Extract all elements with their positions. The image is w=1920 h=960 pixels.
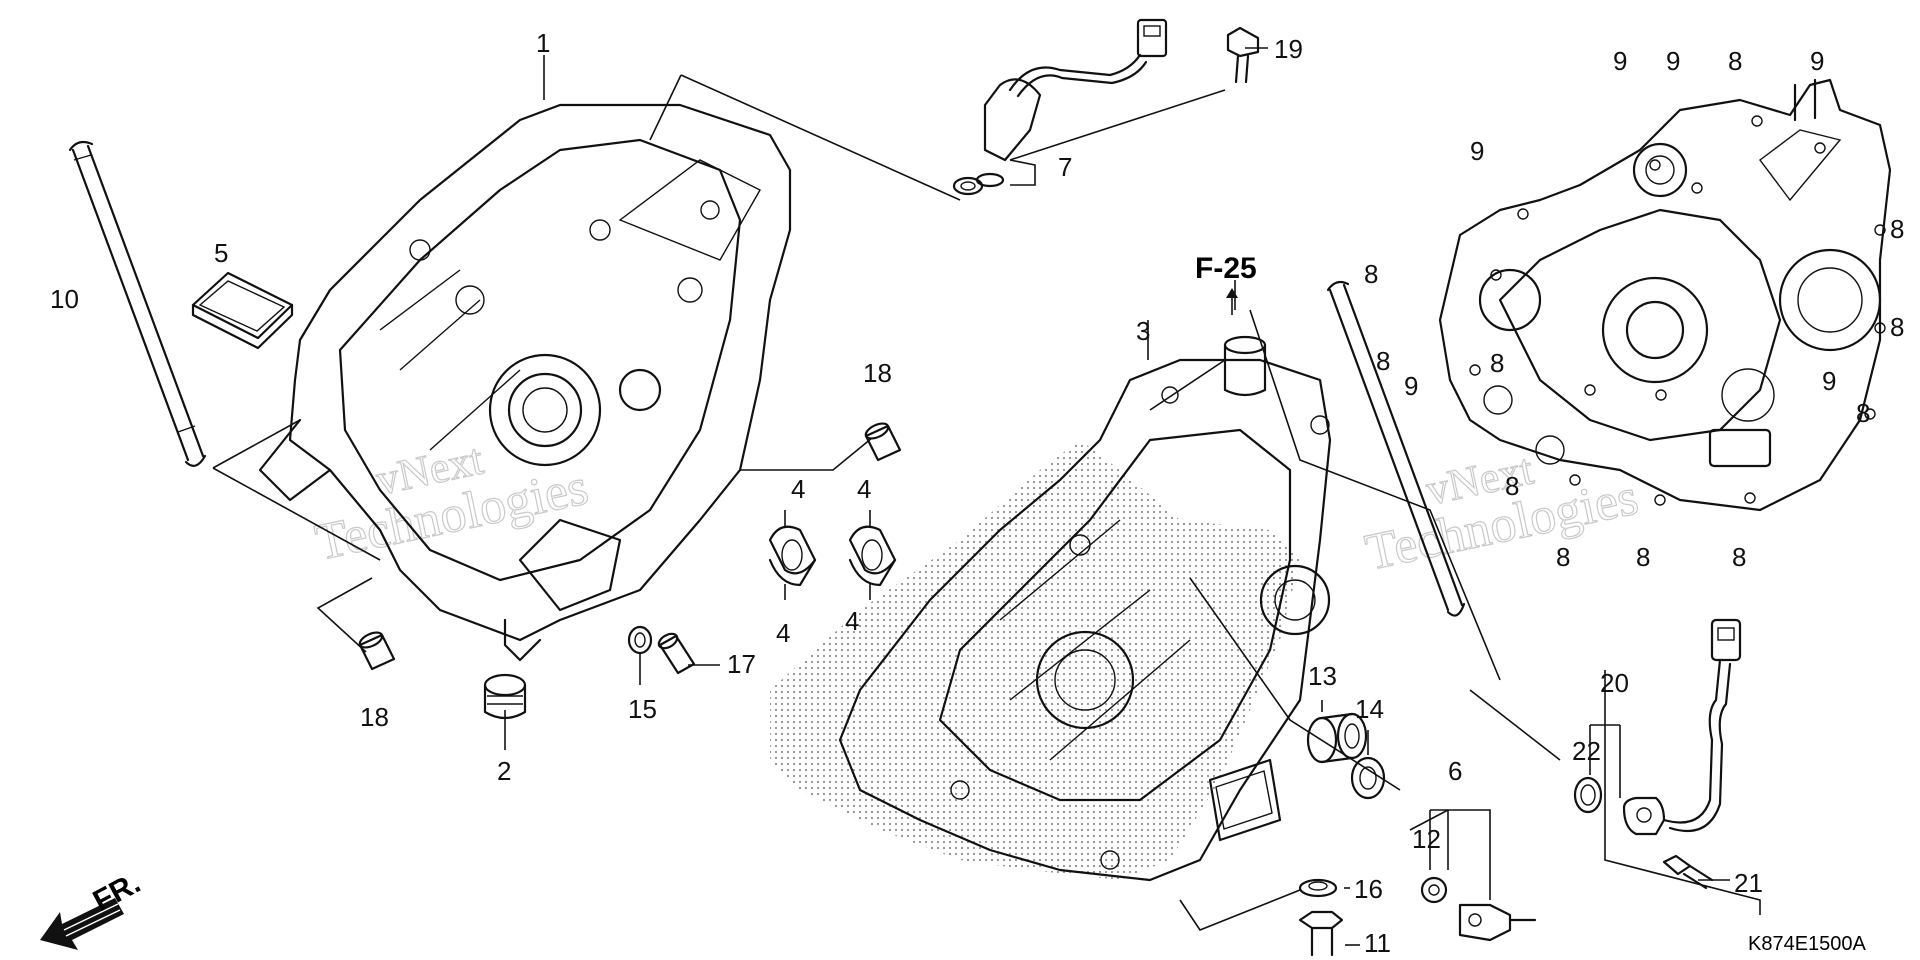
bolt-hole-9: [1517, 142, 1826, 401]
callout-9: 9: [1404, 371, 1418, 401]
callout-8: 8: [1728, 46, 1742, 76]
callout-19: 19: [1274, 34, 1303, 64]
callout-2: 2: [497, 756, 511, 786]
callout-4: 4: [845, 606, 859, 636]
crankcase-inner-view: [1438, 78, 1892, 512]
callout-8: 8: [1556, 542, 1570, 572]
drawing-code: K874E1500A: [1748, 933, 1867, 955]
sealing-washer-12: [1420, 876, 1448, 904]
callout-21: 21: [1734, 868, 1763, 898]
oil-strainer-screen: [191, 271, 294, 350]
dowel-pin-lower: [358, 631, 396, 671]
callout-13: 13: [1308, 661, 1337, 691]
reference-f25[interactable]: F-25: [1195, 252, 1257, 315]
bolt-21: [1662, 854, 1714, 890]
callout-12: 12: [1412, 824, 1441, 854]
callout-5: 5: [214, 238, 228, 268]
callout-8: 8: [1364, 259, 1378, 289]
callout-1: 1: [536, 28, 550, 58]
callout-labels: 1 2 3 4 4 4 4 5 6 7 10 11 12 13 14 15 16…: [50, 28, 1904, 958]
front-orientation-arrow: FR.: [40, 866, 146, 950]
callout-3: 3: [1136, 316, 1150, 346]
callout-8: 8: [1376, 346, 1390, 376]
callout-16: 16: [1354, 874, 1383, 904]
stud-bolt-left: [68, 140, 207, 467]
bolt-hole-8: [1469, 115, 1886, 506]
journal-bearing-right: [848, 525, 897, 587]
sealing-washer-16: [1298, 878, 1338, 898]
callout-9: 9: [1470, 136, 1484, 166]
callout-8: 8: [1636, 542, 1650, 572]
stud-bolt-right: [1326, 280, 1466, 617]
gear-position-sensor: [1622, 618, 1742, 836]
callout-8: 8: [1490, 348, 1504, 378]
callout-7: 7: [1058, 152, 1072, 182]
callout-8: 8: [1732, 542, 1746, 572]
journal-bearing-left: [768, 525, 817, 587]
reference-label: F-25: [1195, 252, 1257, 285]
callout-4: 4: [791, 474, 805, 504]
callout-17: 17: [727, 649, 756, 679]
callout-8: 8: [1890, 214, 1904, 244]
o-ring-22: [1573, 776, 1603, 814]
neutral-switch-6: [1458, 903, 1537, 942]
callout-8: 8: [1890, 312, 1904, 342]
callout-15: 15: [628, 694, 657, 724]
callout-9: 9: [1822, 366, 1836, 396]
oil-seal-14: [1350, 756, 1386, 800]
callout-20: 20: [1600, 668, 1629, 698]
left-crankcase: [258, 103, 792, 662]
bolt-19: [1226, 26, 1260, 84]
collar-17: [657, 632, 696, 675]
bearing-13: [1306, 712, 1368, 764]
callout-6: 6: [1448, 756, 1462, 786]
callout-10: 10: [50, 284, 79, 314]
callout-9: 9: [1613, 46, 1627, 76]
leader-lines: [212, 47, 1761, 946]
sensor-o-ring: [952, 176, 984, 196]
dowel-pin-upper: [864, 422, 902, 462]
right-crankcase: [770, 335, 1332, 882]
callout-9: 9: [1810, 46, 1824, 76]
sealing-washer-15: [627, 625, 653, 655]
drain-bolt-11: [1298, 910, 1344, 957]
callout-4: 4: [776, 618, 790, 648]
callout-14: 14: [1355, 694, 1384, 724]
callout-18: 18: [360, 702, 389, 732]
callout-11: 11: [1364, 928, 1391, 958]
callout-8: 8: [1505, 471, 1519, 501]
callout-18: 18: [863, 358, 892, 388]
callout-8: 8: [1856, 398, 1870, 428]
callout-9: 9: [1666, 46, 1680, 76]
speed-sensor: [975, 18, 1168, 188]
callout-4: 4: [857, 474, 871, 504]
callout-22: 22: [1572, 736, 1601, 766]
